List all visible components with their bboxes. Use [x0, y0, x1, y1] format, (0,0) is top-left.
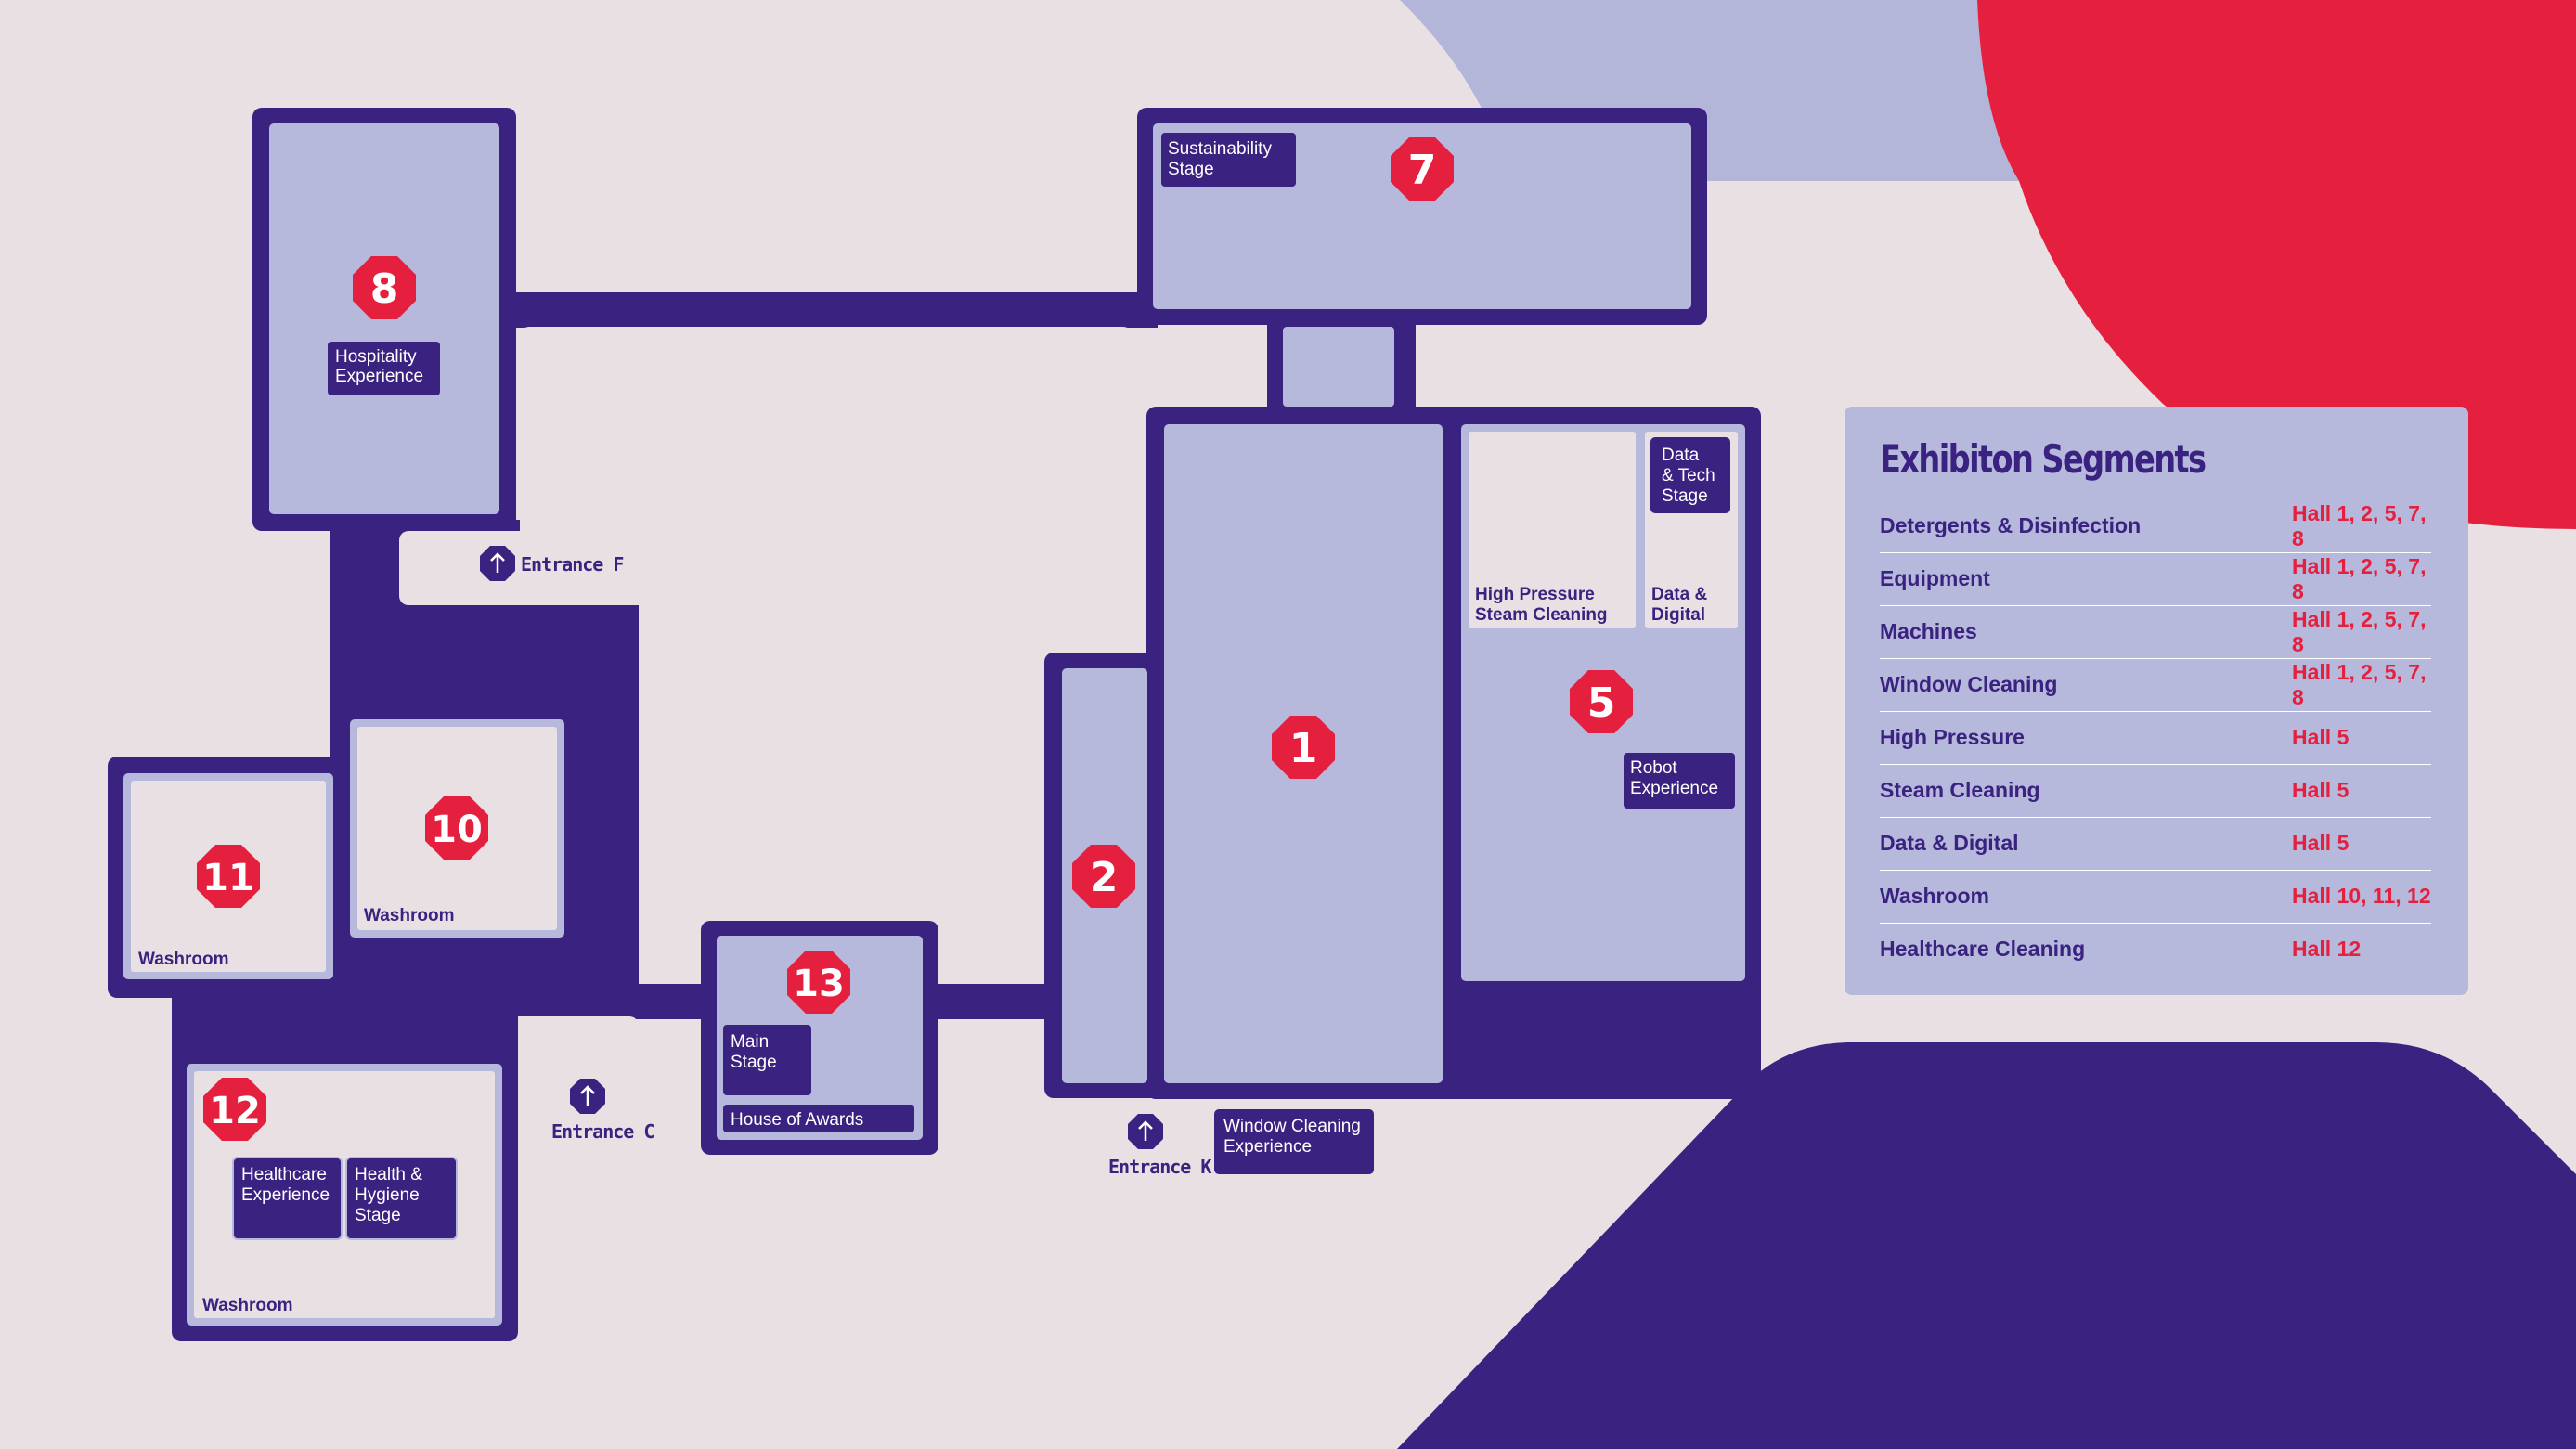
data-digital-label: Data &Digital — [1651, 585, 1707, 625]
legend-halls: Hall 1, 2, 5, 7, 8 — [2292, 659, 2427, 709]
legend-halls: Hall 1, 2, 5, 7, 8 — [2292, 500, 2427, 550]
legend-halls: Hall 1, 2, 5, 7, 8 — [2292, 553, 2427, 603]
hall-12-badge: 12 — [203, 1078, 266, 1141]
svg-text:13: 13 — [793, 963, 845, 1005]
legend-row: Healthcare Cleaning Hall 12 — [1880, 923, 2431, 976]
hall-11-badge: 11 — [197, 845, 260, 908]
hall-2-badge: 2 — [1072, 845, 1135, 908]
legend-halls: Hall 12 — [2292, 937, 2362, 961]
legend-halls: Hall 5 — [2292, 778, 2349, 802]
svg-text:11: 11 — [202, 857, 254, 899]
legend-halls: Hall 1, 2, 5, 7, 8 — [2292, 606, 2427, 656]
legend-row: Window Cleaning Hall 1, 2, 5, 7, 8 — [1880, 658, 2431, 712]
decor-red-blob — [1977, 0, 2576, 529]
area-label-boxes — [232, 131, 1737, 1240]
svg-text:12: 12 — [209, 1090, 261, 1132]
svg-text:1: 1 — [1289, 725, 1318, 772]
svg-text:5: 5 — [1587, 679, 1616, 727]
legend-row: Equipment Hall 1, 2, 5, 7, 8 — [1880, 552, 2431, 606]
hall-13-badge: 13 — [787, 951, 850, 1014]
legend-halls: Hall 5 — [2292, 831, 2349, 855]
legend-segment: High Pressure — [1880, 725, 2025, 749]
entrance-f-arrow-icon — [480, 546, 515, 581]
house-of-awards-label: House of Awards — [731, 1110, 863, 1130]
svg-text:10: 10 — [431, 809, 483, 851]
entrance-c-arrow-icon — [570, 1079, 605, 1114]
legend-segment: Machines — [1880, 619, 1977, 643]
entrance-k-arrow-icon — [1128, 1114, 1163, 1149]
hall-10-badge: 10 — [425, 796, 488, 860]
washroom-12-label: Washroom — [202, 1296, 292, 1315]
hall-badges: 1 2 5 7 8 10 11 12 — [197, 137, 1633, 1141]
legend-row: Machines Hall 1, 2, 5, 7, 8 — [1880, 605, 2431, 659]
legend-segment: Equipment — [1880, 566, 1990, 590]
legend-halls: Hall 10, 11, 12 — [2292, 884, 2431, 908]
hall-8-badge: 8 — [353, 256, 416, 319]
entrance-k-label: Entrance K — [1108, 1156, 1211, 1178]
legend-segment: Data & Digital — [1880, 831, 2019, 855]
legend-title: Exhibiton Segments — [1880, 436, 2207, 482]
entrance-k: Entrance K — [1108, 1114, 1212, 1178]
hall-1-badge: 1 — [1272, 716, 1335, 779]
legend-segment: Steam Cleaning — [1880, 778, 2040, 802]
hall-7-badge: 7 — [1391, 137, 1454, 201]
entrance-c-label: Entrance C — [551, 1120, 654, 1143]
decor-purple-blob — [1397, 1042, 2576, 1449]
entrance-f-label: Entrance F — [521, 553, 623, 576]
hall-5-badge: 5 — [1570, 670, 1633, 733]
svg-text:8: 8 — [370, 265, 399, 313]
legend-halls: Hall 5 — [2292, 725, 2349, 749]
legend-segment: Washroom — [1880, 884, 1989, 908]
washroom-10-label: Washroom — [364, 906, 454, 925]
entrance-c: Entrance C — [551, 1079, 654, 1143]
legend-segment: Window Cleaning — [1880, 672, 2058, 696]
legend-row: Detergents & Disinfection Hall 1, 2, 5, 7… — [1880, 499, 2431, 553]
svg-text:2: 2 — [1090, 854, 1119, 901]
exhibition-segments-legend: Exhibiton Segments Detergents & Disinfec… — [1845, 407, 2468, 995]
legend-row: Steam Cleaning Hall 5 — [1880, 764, 2431, 818]
legend-segment: Detergents & Disinfection — [1880, 513, 2142, 537]
washroom-11-label: Washroom — [138, 950, 228, 969]
legend-row: High Pressure Hall 5 — [1880, 711, 2431, 765]
svg-text:7: 7 — [1408, 147, 1437, 194]
entrance-f: Entrance F — [480, 546, 624, 581]
legend-row: Washroom Hall 10, 11, 12 — [1880, 870, 2431, 924]
legend-segment: Healthcare Cleaning — [1880, 937, 2086, 961]
legend-row: Data & Digital Hall 5 — [1880, 817, 2431, 871]
